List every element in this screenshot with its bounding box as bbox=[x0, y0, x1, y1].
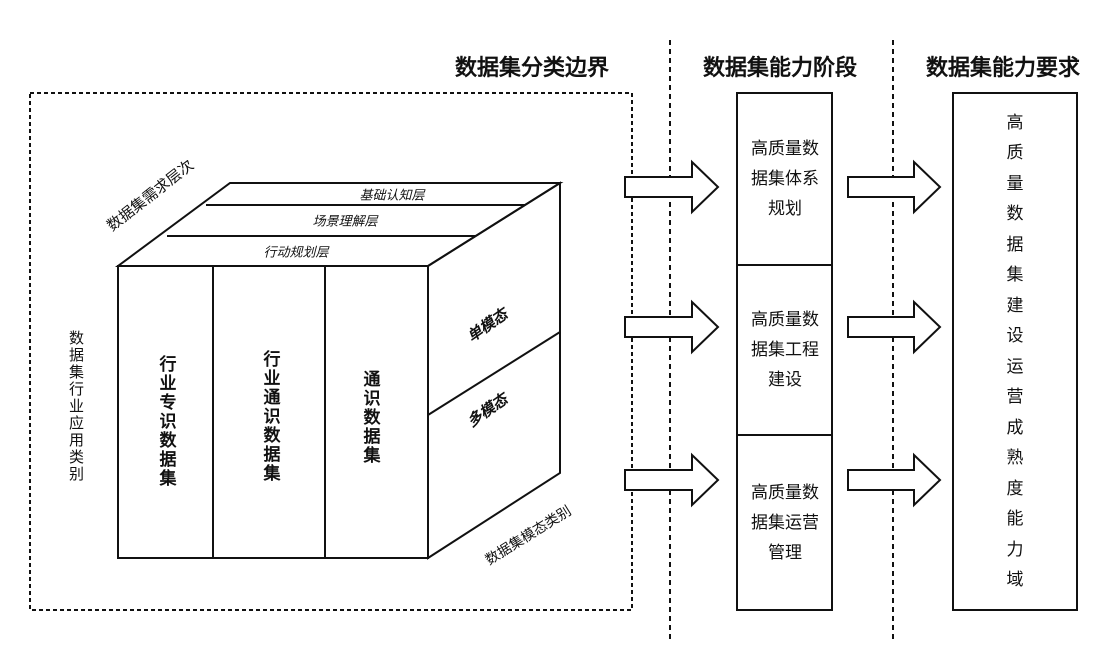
left-axis-label: 数据集行业应用类别 bbox=[67, 330, 85, 483]
boundary-dashed-box bbox=[29, 92, 633, 611]
arrow-icon bbox=[624, 159, 720, 215]
cube-right-face bbox=[427, 181, 561, 560]
header-boundary: 数据集分类边界 bbox=[454, 56, 610, 81]
arrow-icon bbox=[847, 159, 942, 215]
arrows bbox=[624, 159, 942, 508]
stage-label: 高质量数据集运营管理 bbox=[751, 482, 819, 563]
arrow-icon bbox=[624, 452, 720, 508]
column-label: 行业专识数据集 bbox=[155, 355, 176, 488]
requirement-box bbox=[952, 92, 1078, 611]
column-label: 行业通识数据集 bbox=[259, 350, 280, 483]
header-requirement: 数据集能力要求 bbox=[925, 56, 1081, 81]
arrow-icon bbox=[624, 299, 720, 355]
stage-label: 高质量数据集体系规划 bbox=[751, 139, 819, 219]
column-label: 通识数据集 bbox=[359, 370, 380, 465]
layer-label: 基础认知层 bbox=[359, 188, 425, 204]
stage-label: 高质量数据集工程建设 bbox=[751, 310, 819, 390]
arrow-icon bbox=[847, 299, 942, 355]
requirement-label: 高质量数据集建设运营成熟度能力域 bbox=[1006, 112, 1024, 591]
layer-label: 场景理解层 bbox=[312, 214, 378, 230]
header-stage: 数据集能力阶段 bbox=[702, 56, 858, 81]
stage-box-3 bbox=[736, 434, 833, 611]
arrow-icon bbox=[847, 452, 942, 508]
layer-label: 行动规划层 bbox=[263, 245, 329, 261]
